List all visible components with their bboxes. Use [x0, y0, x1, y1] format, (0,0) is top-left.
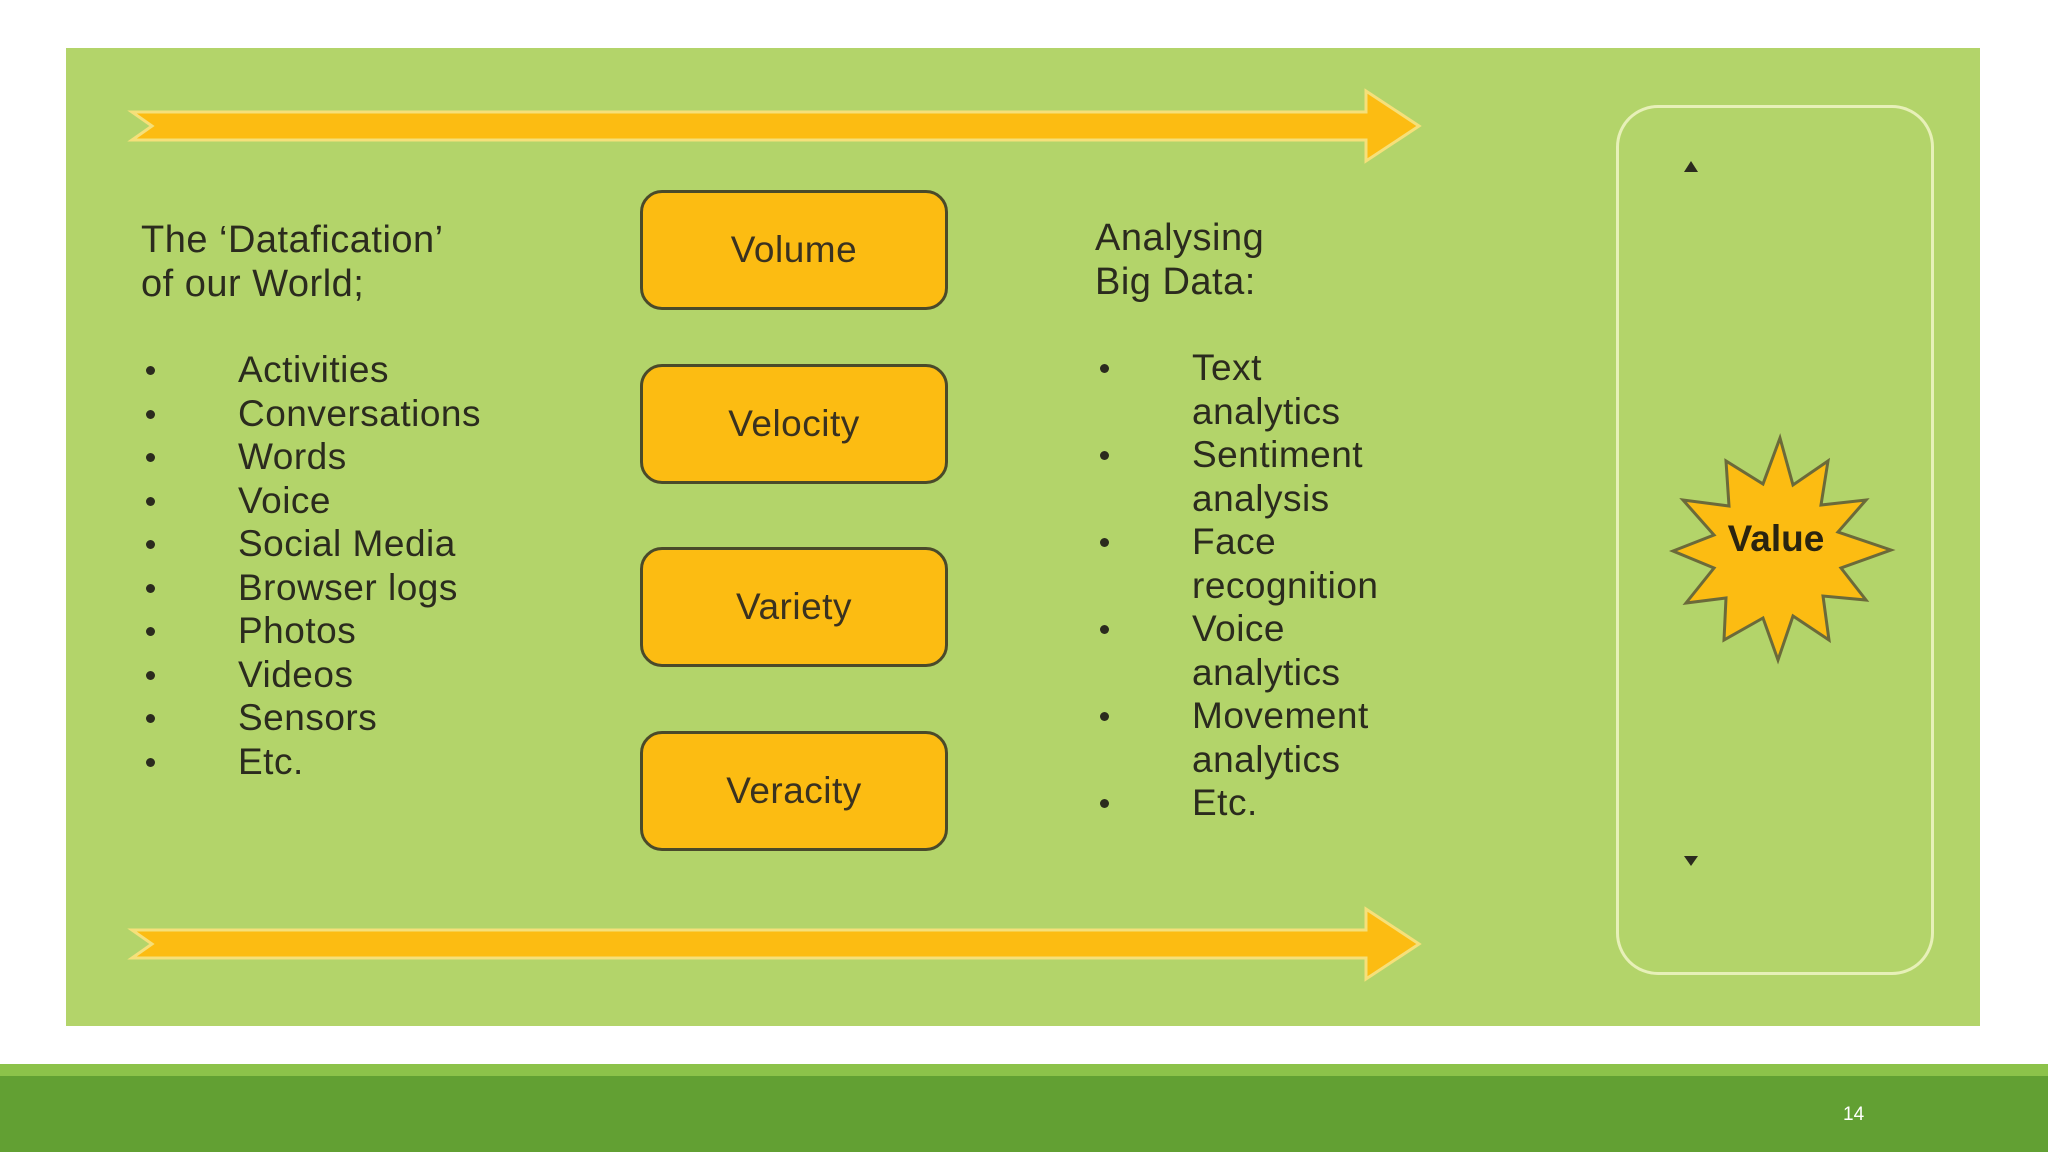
- list-item: Conversations: [141, 392, 481, 436]
- bullet-icon: [146, 540, 155, 549]
- volume-box: Volume: [640, 190, 948, 310]
- analysing-heading: Analysing Big Data:: [1095, 217, 1265, 303]
- list-item: Activities: [141, 348, 481, 392]
- bullet-icon: [1100, 538, 1109, 547]
- bullet-icon: [146, 366, 155, 375]
- variety-box: Variety: [640, 547, 948, 667]
- list-item: Social Media: [141, 522, 481, 566]
- list-item: Photos: [141, 609, 481, 653]
- veracity-box: Veracity: [640, 731, 948, 851]
- value-frame: [1616, 105, 1934, 975]
- bullet-icon: [146, 714, 155, 723]
- list-item: Face recognition: [1095, 520, 1379, 607]
- bullet-icon: [1100, 451, 1109, 460]
- footer-accent-line: [0, 1064, 2048, 1076]
- list-item: Sensors: [141, 696, 481, 740]
- diagram-panel: The ‘Datafication’ of our World; Activit…: [66, 48, 1980, 1026]
- bullet-icon: [146, 453, 155, 462]
- list-item: Words: [141, 435, 481, 479]
- bullet-icon: [1100, 712, 1109, 721]
- analysis-list: Text analytics Sentiment analysis Face r…: [1095, 346, 1379, 825]
- bullet-icon: [146, 627, 155, 636]
- top-arrow: [127, 88, 1422, 164]
- value-frame-top-marker: [1684, 161, 1698, 172]
- footer-bar: 14: [0, 1064, 2048, 1152]
- bullet-icon: [1100, 625, 1109, 634]
- value-label: Value: [1727, 518, 1825, 559]
- value-frame-bottom-marker: [1684, 856, 1698, 866]
- list-item: Browser logs: [141, 566, 481, 610]
- value-starburst: [1668, 433, 1896, 665]
- list-item: Voice: [141, 479, 481, 523]
- list-item: Text analytics: [1095, 346, 1379, 433]
- list-item: Videos: [141, 653, 481, 697]
- arrows-layer: [127, 88, 1896, 982]
- datafication-heading: The ‘Datafication’ of our World;: [141, 219, 444, 305]
- list-item: Sentiment analysis: [1095, 433, 1379, 520]
- bullet-icon: [146, 583, 155, 593]
- bullet-icon: [146, 757, 155, 767]
- list-item: Movement analytics: [1095, 694, 1379, 781]
- list-item: Etc.: [1095, 781, 1379, 825]
- bullet-icon: [146, 409, 155, 419]
- bullet-icon: [146, 496, 155, 506]
- bullet-icon: [1100, 799, 1109, 808]
- page-number: 14: [1843, 1104, 1865, 1125]
- velocity-box: Velocity: [640, 364, 948, 484]
- list-item: Voice analytics: [1095, 607, 1379, 694]
- bottom-arrow: [127, 906, 1422, 982]
- datafication-list: Activities Conversations Words Voice Soc…: [141, 348, 481, 783]
- list-item: Etc.: [141, 740, 481, 784]
- bullet-icon: [146, 670, 155, 680]
- bullet-icon: [1100, 364, 1109, 373]
